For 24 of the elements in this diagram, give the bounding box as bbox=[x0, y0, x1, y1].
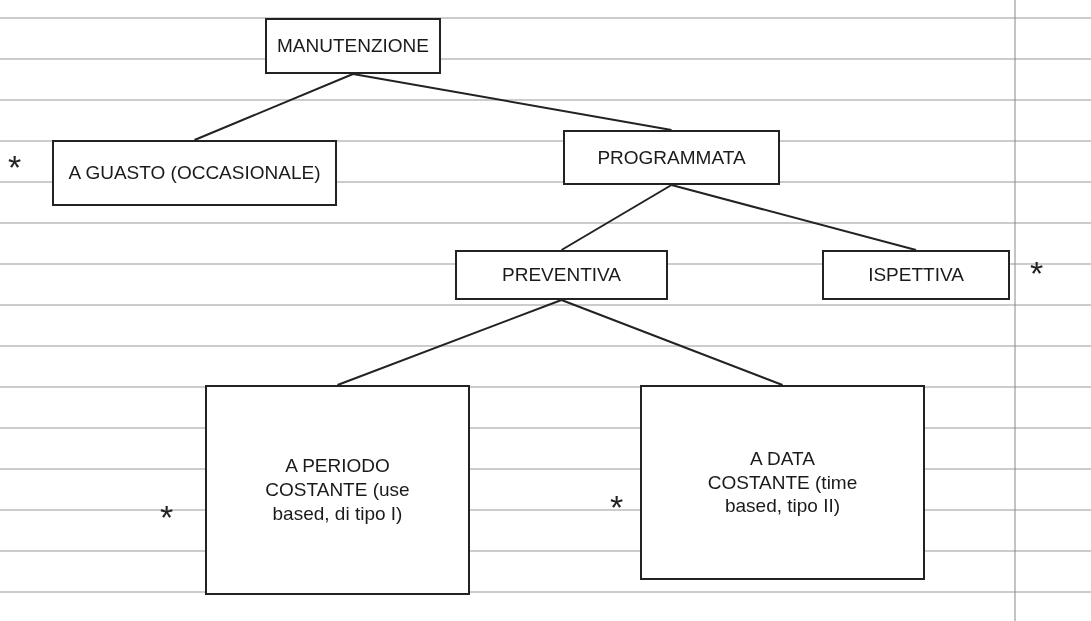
text-box bbox=[563, 130, 780, 185]
node-label: ISPETTIVA bbox=[868, 263, 964, 287]
asterisk-mark: * bbox=[8, 150, 22, 184]
text-box bbox=[52, 140, 337, 206]
connector-line bbox=[352, 73, 673, 131]
node-label: A PERIODO COSTANTE (use based, di tipo I) bbox=[264, 454, 411, 526]
connector-line bbox=[560, 184, 673, 251]
text-box bbox=[455, 250, 668, 300]
connector-line bbox=[670, 184, 917, 251]
text-box bbox=[640, 385, 925, 580]
text-box bbox=[822, 250, 1010, 300]
connector-line bbox=[336, 299, 563, 386]
asterisk-mark: * bbox=[610, 490, 624, 524]
node-label: PREVENTIVA bbox=[502, 263, 621, 287]
text-box bbox=[205, 385, 470, 595]
node-label: A GUASTO (OCCASIONALE) bbox=[68, 161, 321, 185]
asterisk-mark: * bbox=[1030, 256, 1044, 290]
node-label: PROGRAMMATA bbox=[597, 145, 746, 170]
connector-line bbox=[193, 73, 354, 141]
node-label: A DATA COSTANTE (time based, tipo II) bbox=[706, 446, 859, 519]
text-box bbox=[265, 18, 441, 74]
connector-line bbox=[560, 299, 784, 386]
asterisk-mark: * bbox=[160, 500, 174, 534]
node-label: MANUTENZIONE bbox=[277, 34, 429, 58]
